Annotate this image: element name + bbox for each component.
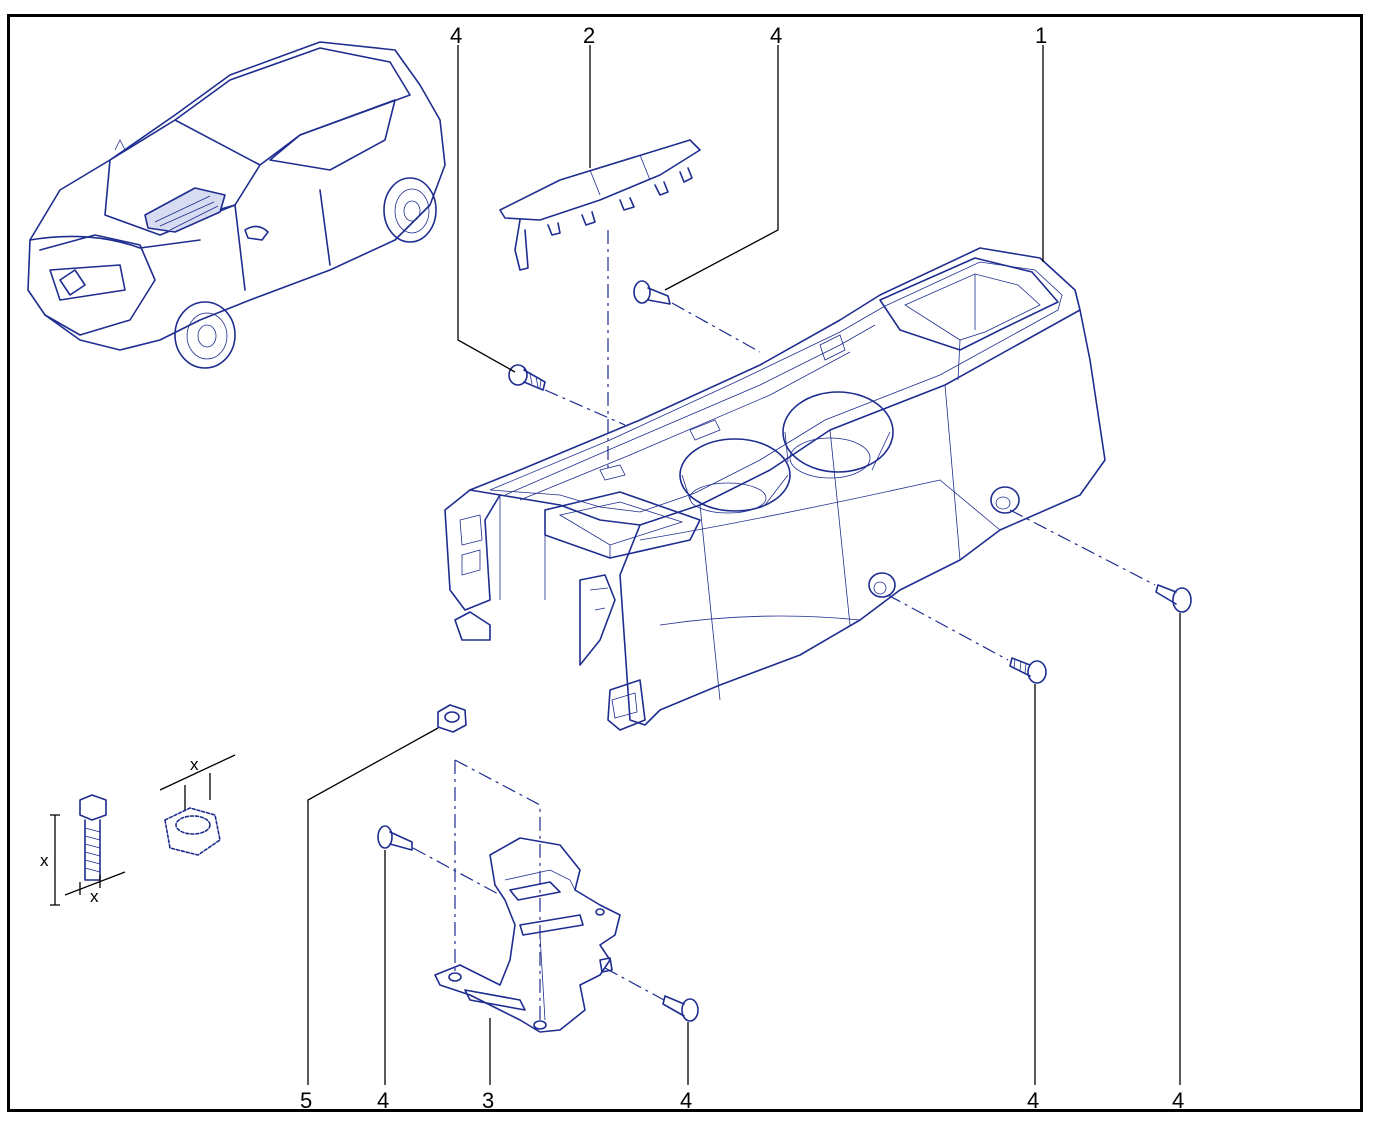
- assembly-lines: [412, 230, 1156, 1025]
- vehicle-thumbnail: [27, 41, 446, 369]
- bolt-spec-drawing: [50, 794, 126, 906]
- callout-4: 4: [770, 23, 782, 48]
- callout-1: 1: [1035, 23, 1047, 48]
- nut-spec-drawing: [159, 754, 236, 856]
- mounting-bracket-part-3: [434, 837, 621, 1033]
- screw-fastener: [1009, 657, 1047, 684]
- callout-3: 3: [482, 1088, 494, 1113]
- callout-5: 5: [300, 1088, 312, 1113]
- leader-lines: [307, 45, 1181, 1085]
- callout-4: 4: [1172, 1088, 1184, 1113]
- dimension-label: x: [190, 755, 199, 774]
- screw-fastener: [1155, 584, 1192, 613]
- drawing-frame: [7, 14, 1363, 1112]
- callout-4: 4: [680, 1088, 692, 1113]
- dimension-label: x: [90, 887, 99, 906]
- screw-fastener: [377, 825, 413, 851]
- callout-4: 4: [377, 1088, 389, 1113]
- screw-fastener: [508, 364, 546, 391]
- center-console-body: [444, 247, 1106, 731]
- hex-nut-part-5: [437, 704, 467, 733]
- callout-4: 4: [450, 23, 462, 48]
- callout-2: 2: [583, 23, 595, 48]
- dimension-label: x: [40, 851, 49, 870]
- screw-fastener: [662, 995, 699, 1022]
- trim-strip-part-2: [499, 139, 701, 271]
- callout-4: 4: [1027, 1088, 1039, 1113]
- screw-fastener: [633, 280, 671, 305]
